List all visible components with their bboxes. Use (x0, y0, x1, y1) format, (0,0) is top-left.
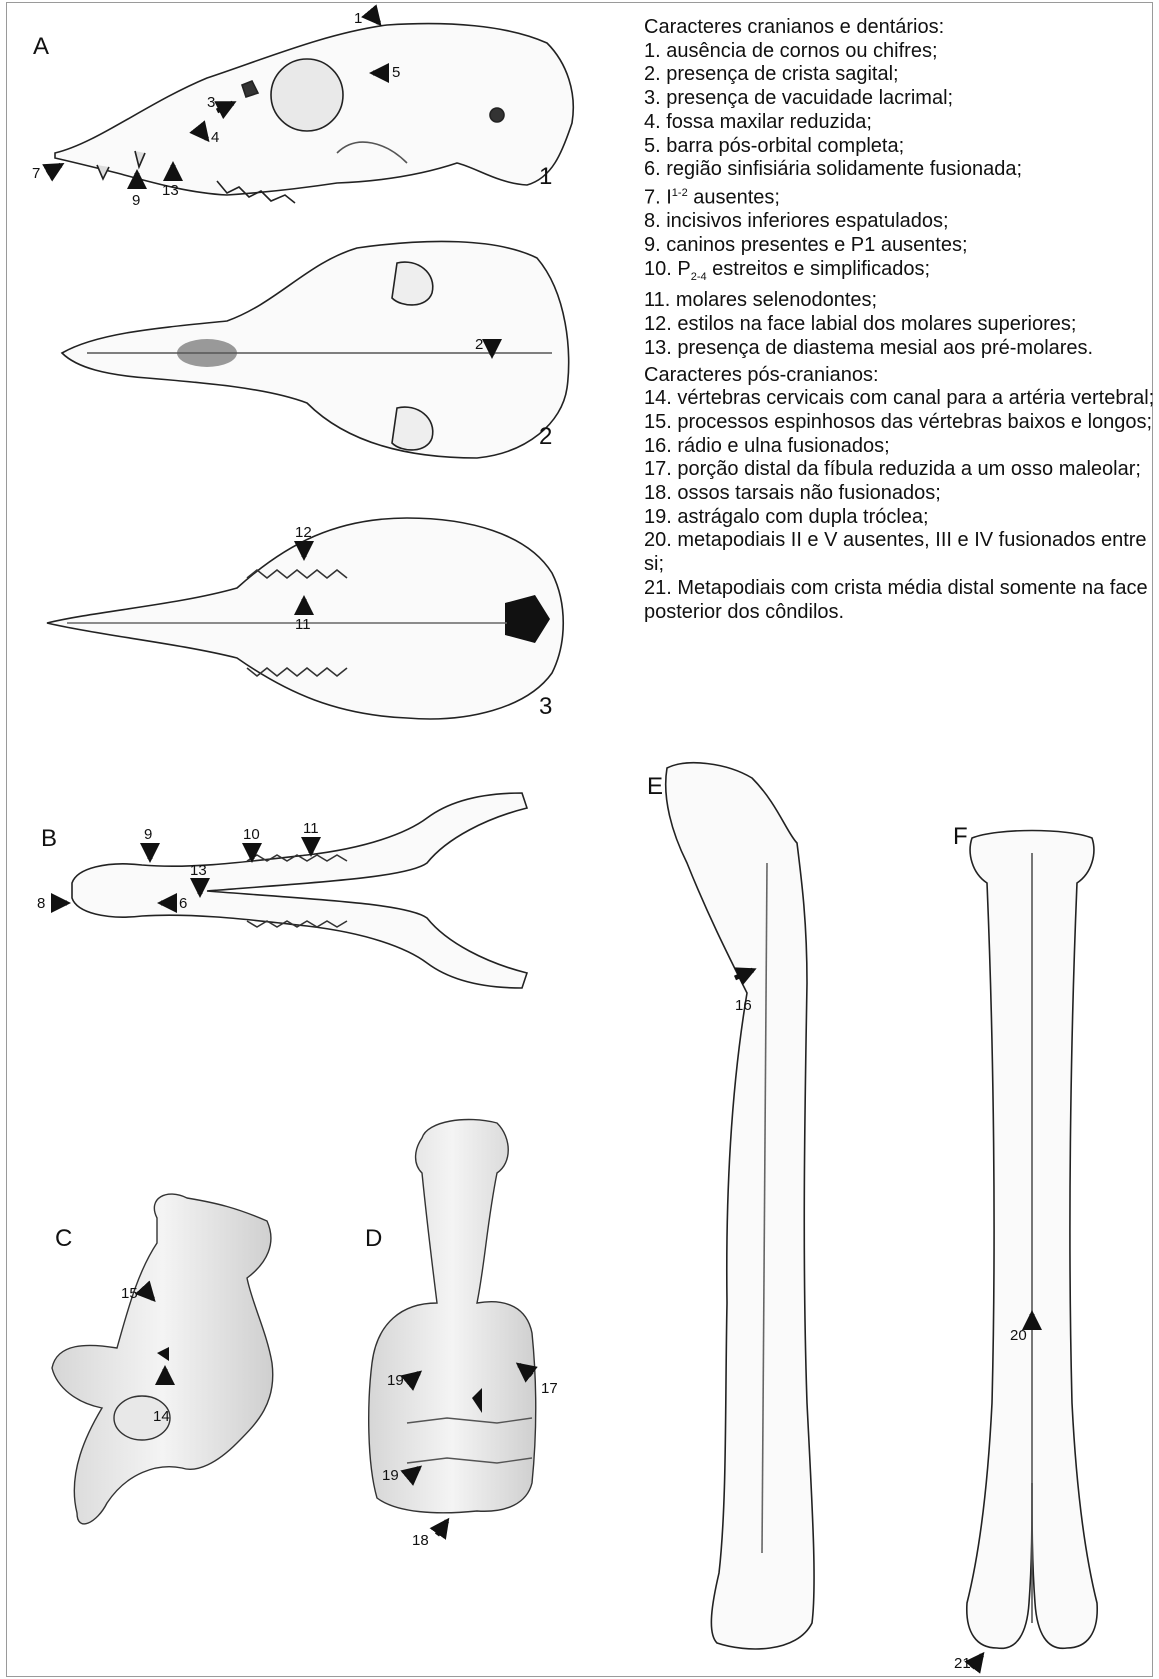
marker-b-9: 9 (144, 827, 152, 842)
item7-superscript: 1-2 (672, 187, 688, 199)
cranial-item-8: 8. incisivos inferiores espatulados; (644, 210, 1159, 234)
panel-label-c: C (55, 1225, 72, 1253)
view-number-1: 1 (539, 163, 552, 191)
tarsus-drawing (369, 1119, 536, 1512)
marker-20: 20 (1010, 1328, 1027, 1343)
marker-4: 4 (211, 130, 219, 145)
marker-11: 11 (295, 617, 311, 632)
cranial-item-2: 2. presença de crista sagital; (644, 63, 1159, 87)
marker-13: 13 (162, 183, 179, 198)
postcranial-item-15: 15. processos espinhosos das vértebras b… (644, 411, 1159, 435)
marker-19-upper: 19 (387, 1373, 404, 1388)
cranial-item-4: 4. fossa maxilar reduzida; (644, 111, 1159, 135)
marker-9: 9 (132, 193, 140, 208)
marker-2: 2 (475, 337, 483, 352)
radius-ulna-drawing (666, 763, 814, 1649)
cranial-item-10: 10. P2-4 estreitos e simplificados; (644, 258, 1159, 290)
item10-prefix: 10. P (644, 258, 691, 280)
postcranial-item-16: 16. rádio e ulna fusionados; (644, 435, 1159, 459)
postcranial-heading: Caracteres pós-cranianos: (644, 364, 1159, 388)
marker-7: 7 (32, 166, 40, 181)
skull-lateral-drawing (55, 24, 573, 203)
figure-plate: A B C D E F 1 2 3 1 3 4 5 7 9 13 2 12 11… (6, 2, 1153, 1677)
marker-3: 3 (207, 95, 215, 110)
panel-label-f: F (953, 823, 968, 851)
marker-16: 16 (735, 998, 752, 1013)
postcranial-item-20: 20. metapodiais II e V ausentes, III e I… (644, 529, 1159, 576)
postcranial-item-19: 19. astrágalo com dupla tróclea; (644, 506, 1159, 530)
cranial-item-12: 12. estilos na face labial dos molares s… (644, 313, 1159, 337)
mandible-drawing (72, 793, 527, 988)
cranial-item-13: 13. presença de diastema mesial aos pré-… (644, 337, 1159, 361)
marker-18: 18 (412, 1533, 429, 1548)
panel-label-a: A (33, 33, 49, 61)
marker-b-10: 10 (243, 827, 260, 842)
cranial-heading: Caracteres cranianos e dentários: (644, 16, 1159, 40)
cranial-item-7: 7. I1-2 ausentes; (644, 182, 1159, 210)
postcranial-item-17: 17. porção distal da fíbula reduzida a u… (644, 458, 1159, 482)
view-number-3: 3 (539, 693, 552, 721)
marker-1: 1 (354, 11, 362, 26)
marker-19-lower: 19 (382, 1468, 399, 1483)
marker-b-6: 6 (179, 896, 187, 911)
view-number-2: 2 (539, 423, 552, 451)
cranial-item-5: 5. barra pós-orbital completa; (644, 135, 1159, 159)
marker-12: 12 (295, 525, 312, 540)
character-list: Caracteres cranianos e dentários: 1. aus… (644, 13, 1159, 624)
marker-14: 14 (153, 1409, 170, 1424)
cranial-item-3: 3. presença de vacuidade lacrimal; (644, 87, 1159, 111)
postcranial-item-21: 21. Metapodiais com crista média distal … (644, 577, 1159, 624)
item10-suffix: estreitos e simplificados; (707, 258, 930, 280)
panel-label-e: E (647, 773, 663, 801)
marker-21: 21 (954, 1656, 971, 1671)
marker-15: 15 (121, 1286, 138, 1301)
vertebra-drawing (52, 1194, 273, 1524)
panel-label-d: D (365, 1225, 382, 1253)
metapodial-drawing (967, 831, 1097, 1649)
cranial-item-1: 1. ausência de cornos ou chifres; (644, 40, 1159, 64)
postcranial-item-18: 18. ossos tarsais não fusionados; (644, 482, 1159, 506)
cranial-item-11: 11. molares selenodontes; (644, 289, 1159, 313)
marker-b-13: 13 (190, 863, 207, 878)
cranial-item-6: 6. região sinfisiária solidamente fusion… (644, 158, 1159, 182)
cranial-item-9: 9. caninos presentes e P1 ausentes; (644, 234, 1159, 258)
item7-prefix: 7. I (644, 187, 672, 209)
marker-b-8: 8 (37, 896, 45, 911)
marker-17: 17 (541, 1381, 558, 1396)
panel-label-b: B (41, 825, 57, 853)
marker-5: 5 (392, 65, 400, 80)
item10-subscript: 2-4 (691, 271, 707, 283)
postcranial-item-14: 14. vértebras cervicais com canal para a… (644, 387, 1159, 411)
marker-b-11: 11 (303, 821, 319, 836)
item7-suffix: ausentes; (688, 187, 780, 209)
